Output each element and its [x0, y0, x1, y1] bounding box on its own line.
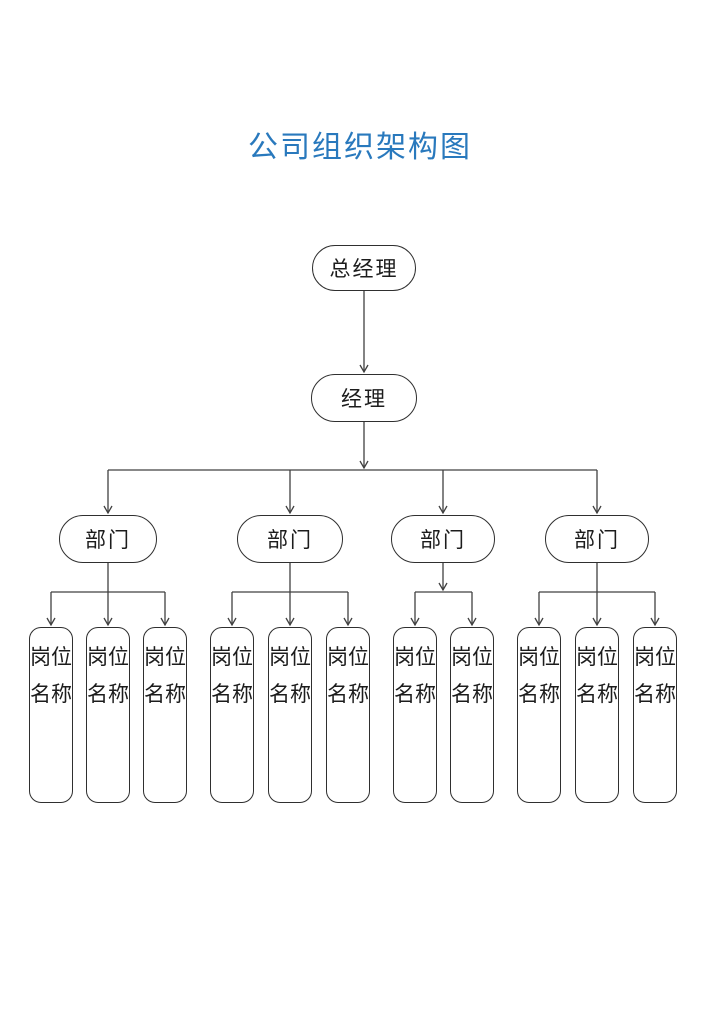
- node-department-3: 部门: [391, 515, 495, 563]
- node-department-4: 部门: [545, 515, 649, 563]
- node-manager: 经理: [311, 374, 417, 422]
- node-position-2-3: 岗位名称: [326, 627, 370, 803]
- node-department-2: 部门: [237, 515, 343, 563]
- node-position-1-2: 岗位名称: [86, 627, 130, 803]
- chart-title: 公司组织架构图: [248, 131, 472, 164]
- node-position-3-1: 岗位名称: [393, 627, 437, 803]
- node-position-1-1: 岗位名称: [29, 627, 73, 803]
- node-position-2-1: 岗位名称: [210, 627, 254, 803]
- node-position-4-1: 岗位名称: [517, 627, 561, 803]
- node-position-2-2: 岗位名称: [268, 627, 312, 803]
- node-position-4-3: 岗位名称: [633, 627, 677, 803]
- node-position-1-3: 岗位名称: [143, 627, 187, 803]
- node-position-4-2: 岗位名称: [575, 627, 619, 803]
- node-position-3-2: 岗位名称: [450, 627, 494, 803]
- node-department-1: 部门: [59, 515, 157, 563]
- node-general-manager: 总经理: [312, 245, 416, 291]
